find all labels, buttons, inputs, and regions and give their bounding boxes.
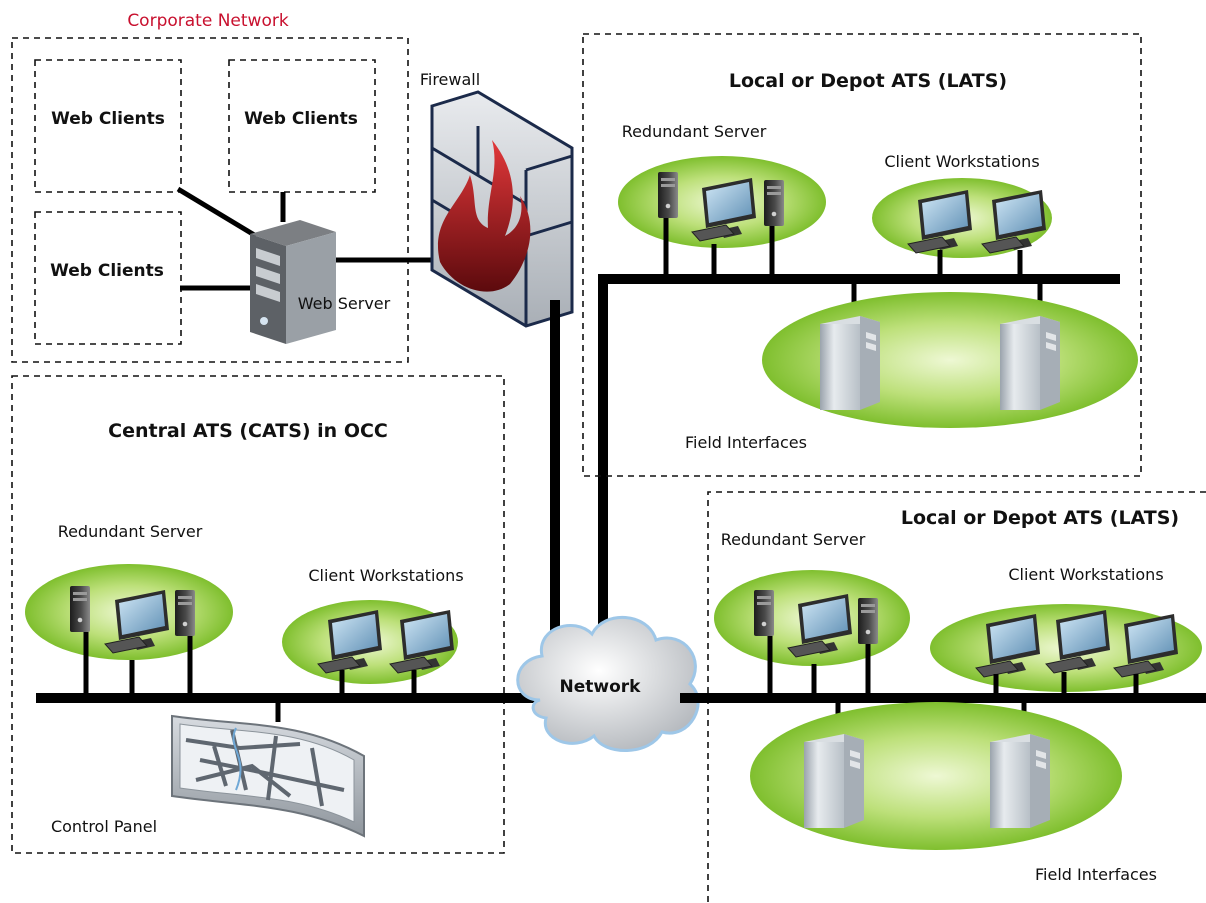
- lats-top-tower-icon-2: [764, 180, 784, 226]
- lats-top-field-cabinet-icon-2: [1000, 316, 1060, 410]
- lats-top-title: Local or Depot ATS (LATS): [729, 70, 1007, 92]
- cats-redundant-server-label: Redundant Server: [58, 522, 203, 541]
- lats-top-field-cabinet-icon-1: [820, 316, 880, 410]
- cats-client-workstations-label: Client Workstations: [308, 566, 463, 585]
- lats-bottom-title: Local or Depot ATS (LATS): [901, 507, 1179, 529]
- web-clients-box-3: [34, 211, 182, 345]
- web-clients-label-2: Web Clients: [244, 109, 358, 129]
- lats-top-client-workstations-label: Client Workstations: [884, 152, 1039, 171]
- lats-top-tower-icon-1: [658, 172, 678, 218]
- network-cloud: Network: [516, 616, 700, 752]
- cats-title: Central ATS (CATS) in OCC: [108, 420, 388, 442]
- web-clients-label-3: Web Clients: [50, 261, 164, 281]
- lats-top-field-interfaces-label: Field Interfaces: [685, 433, 807, 452]
- firewall-label: Firewall: [420, 70, 480, 89]
- network-label: Network: [560, 677, 642, 697]
- lats-top-field-group-ellipse: [762, 292, 1138, 428]
- cats-region: Central ATS (CATS) in OCC Redundant Serv…: [11, 375, 540, 854]
- lats-top-redundant-server-label: Redundant Server: [622, 122, 767, 141]
- corporate-network-region: Corporate Network Web Clients Web Client…: [11, 11, 445, 363]
- corporate-network-title: Corporate Network: [127, 11, 289, 31]
- lats-bottom-region: Local or Depot ATS (LATS) Redundant Serv…: [680, 491, 1206, 903]
- control-panel-label: Control Panel: [51, 817, 157, 836]
- firewall-icon: [430, 90, 574, 328]
- web-server-label: Web Server: [298, 294, 391, 313]
- lats-bottom-field-cabinet-icon-2: [990, 734, 1050, 828]
- cats-tower-icon-1: [70, 586, 90, 632]
- cats-boundary: [11, 375, 505, 854]
- web-server-icon: [250, 220, 336, 344]
- lats-bottom-field-interfaces-label: Field Interfaces: [1035, 865, 1157, 884]
- lats-bottom-client-workstations-label: Client Workstations: [1008, 565, 1163, 584]
- lats-top-boundary: [582, 33, 1142, 477]
- web-clients-label-1: Web Clients: [51, 109, 165, 129]
- web-clients-box-2: [228, 59, 376, 193]
- web-clients-box-1: [34, 59, 182, 193]
- link-webclient1-server: [176, 186, 258, 239]
- lats-top-region: Local or Depot ATS (LATS) Redundant Serv…: [582, 33, 1142, 477]
- lats-bottom-field-cabinet-icon-1: [804, 734, 864, 828]
- lats-bottom-tower-icon-1: [754, 590, 774, 636]
- cats-tower-icon-2: [175, 590, 195, 636]
- lats-bottom-redundant-server-label: Redundant Server: [721, 530, 866, 549]
- lats-bottom-boundary: [707, 491, 1206, 903]
- control-panel-icon: [171, 714, 365, 838]
- corporate-network-boundary: [11, 37, 409, 363]
- lats-bottom-tower-icon-2: [858, 598, 878, 644]
